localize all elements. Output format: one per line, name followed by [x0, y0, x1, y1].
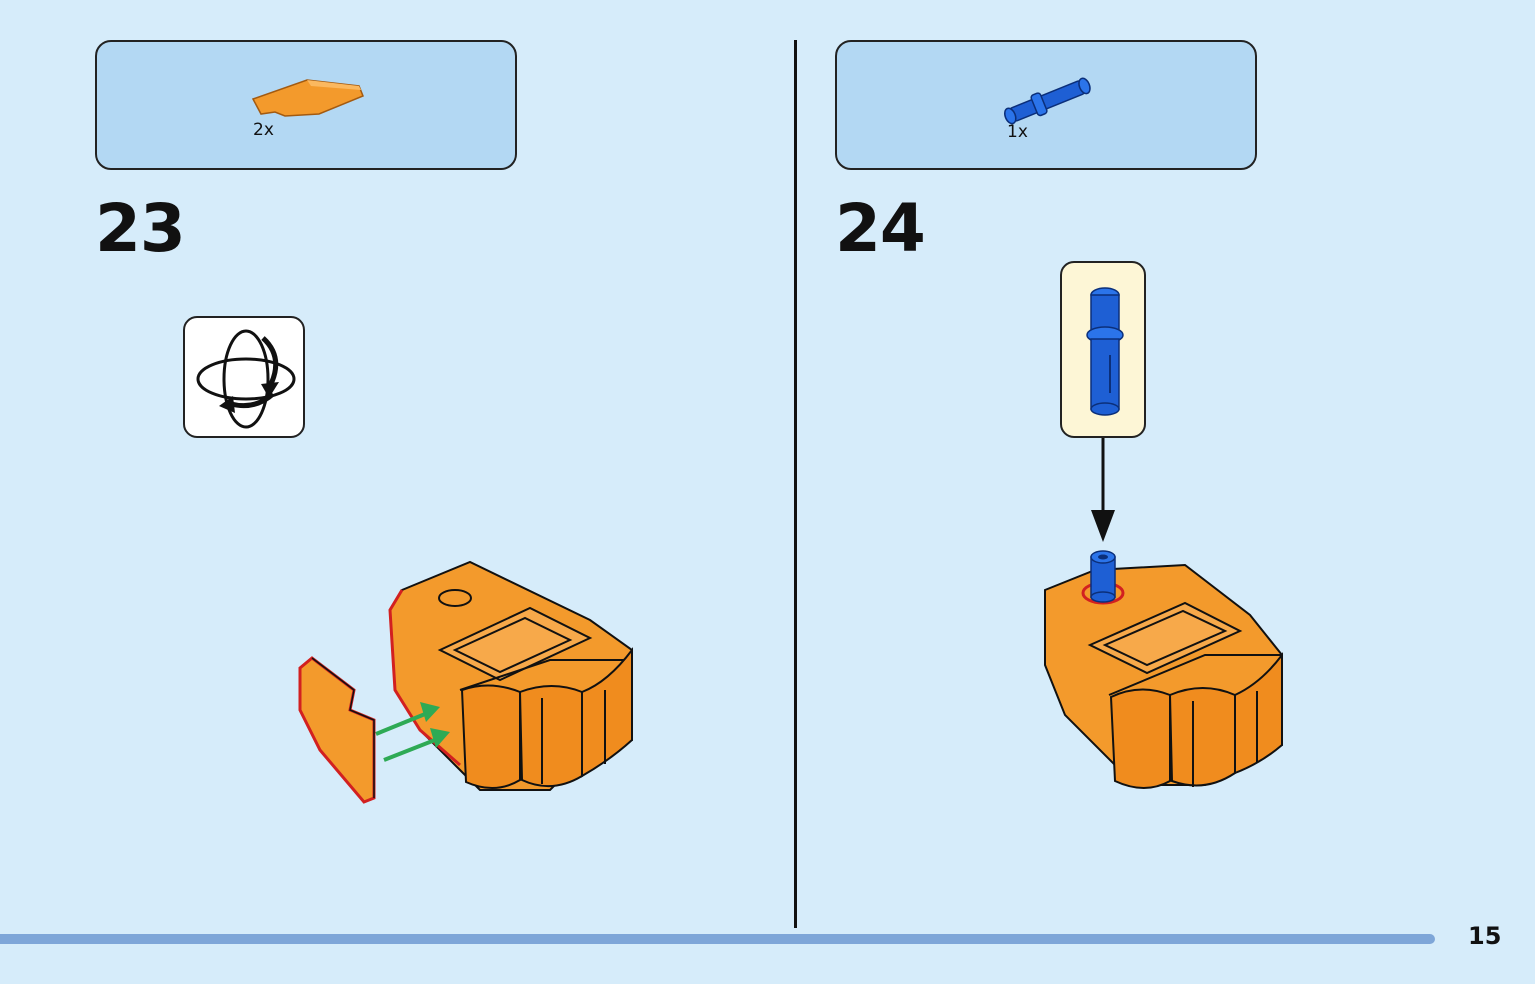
- part-quantity: 2x: [253, 120, 274, 140]
- page-number: 15: [1468, 922, 1502, 950]
- page-divider: [794, 40, 797, 928]
- part-callout: [1060, 261, 1146, 438]
- axle-pin-part-icon: [1004, 77, 1091, 125]
- curved-slope-part-icon: [251, 79, 364, 117]
- step-number: 24: [835, 190, 926, 267]
- step-number: 23: [95, 190, 186, 267]
- part-quantity: 1x: [1007, 122, 1028, 142]
- placement-arrow: [1091, 438, 1115, 542]
- rotate-model-icon: [183, 316, 305, 438]
- step-24-model-illustration: [1044, 550, 1283, 789]
- parts-list-step-23: 2x: [95, 40, 517, 170]
- page-progress-bar: [0, 934, 1435, 944]
- axle-pin-icon: [1086, 287, 1124, 416]
- step-23-model-illustration: [298, 560, 633, 804]
- parts-list-step-24: 1x: [835, 40, 1257, 170]
